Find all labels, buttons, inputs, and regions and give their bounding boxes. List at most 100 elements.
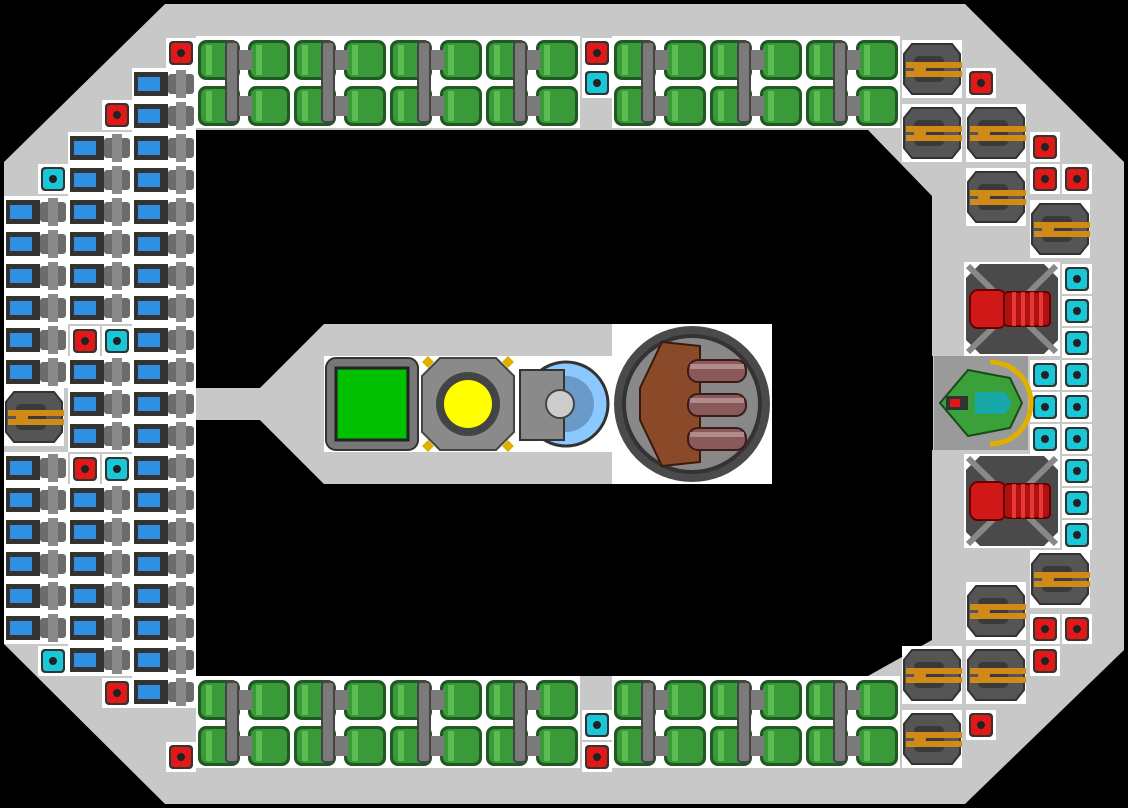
battery-cell [132,452,196,484]
gatling-turret [902,710,962,768]
gatling-turret [1030,550,1090,608]
power-junction-red [102,100,132,130]
battery-cell [4,324,68,356]
power-junction-red [582,38,612,68]
power-junction-red [166,38,196,68]
reactor-core [420,356,516,452]
battery-cell [132,644,196,676]
fuel-tank-top-left [388,36,484,128]
battery-cell [4,452,68,484]
gyroscope [516,356,612,452]
power-junction-red [1062,164,1092,194]
battery-cell [68,484,132,516]
fuel-tank-top-right [708,36,804,128]
battery-cell [68,356,132,388]
fuel-tank-bottom-right [804,676,900,768]
fuel-tank-bottom-left [292,676,388,768]
data-junction-cyan [1062,456,1092,486]
data-junction-cyan [38,646,68,676]
battery-cell [68,196,132,228]
battery-cell [132,228,196,260]
battery-cell [132,260,196,292]
power-junction-red [70,326,100,356]
battery-cell [68,260,132,292]
data-junction-cyan [1030,392,1060,422]
gatling-turret [902,40,962,98]
battery-cell [132,484,196,516]
battery-cell [132,612,196,644]
battery-cell [4,196,68,228]
battery-cell [4,612,68,644]
power-junction-red [166,742,196,772]
power-junction-red [1062,614,1092,644]
data-junction-cyan [1062,520,1092,550]
power-junction-red [966,68,996,98]
battery-cell [68,612,132,644]
fuel-tank-bottom-left [196,676,292,768]
fuel-tank-bottom-right [612,676,708,768]
battery-cell [4,516,68,548]
battery-cell [4,356,68,388]
sensor-nose [934,356,1034,450]
battery-cell [4,228,68,260]
battery-cell [132,100,196,132]
gatling-turret [966,168,1026,226]
battery-cell [68,644,132,676]
power-junction-red [1030,614,1060,644]
modules-layer [4,36,1092,772]
gatling-turret [966,582,1026,640]
battery-cell [132,196,196,228]
battery-cell [68,420,132,452]
battery-cell [68,292,132,324]
fuel-tank-top-left [196,36,292,128]
gatling-turret [902,104,962,162]
gatling-turret [902,646,962,704]
data-junction-cyan [1062,264,1092,294]
battery-cell [4,548,68,580]
power-junction-red [1030,132,1060,162]
battery-cell [68,164,132,196]
battery-cell [132,68,196,100]
battery-cell [68,516,132,548]
gatling-turret [1030,200,1090,258]
data-junction-cyan [582,68,612,98]
gatling-turret [966,646,1026,704]
thruster [964,454,1060,548]
data-junction-cyan [1062,296,1092,326]
fuel-tank-bottom-left [388,676,484,768]
power-junction-red [582,742,612,772]
missile-bay [612,324,772,484]
power-junction-red [102,678,132,708]
fuel-tank-top-left [292,36,388,128]
battery-cell [68,132,132,164]
battery-cell [132,388,196,420]
fuel-tank-top-left [484,36,580,128]
data-junction-cyan [1030,360,1060,390]
power-junction-red [1030,646,1060,676]
battery-cell [68,548,132,580]
battery-cell [132,676,196,708]
data-junction-cyan [38,164,68,194]
power-junction-red [1030,164,1060,194]
power-junction-red [70,454,100,484]
battery-cell [4,292,68,324]
battery-cell [4,580,68,612]
battery-cell [68,228,132,260]
data-junction-cyan [102,454,132,484]
battery-cell [132,548,196,580]
data-junction-cyan [102,326,132,356]
battery-cell [132,164,196,196]
battery-cell [4,484,68,516]
data-junction-cyan [1062,328,1092,358]
battery-cell [132,580,196,612]
fuel-tank-bottom-left [484,676,580,768]
battery-cell [132,356,196,388]
battery-cell [68,580,132,612]
data-junction-cyan [1062,424,1092,454]
battery-cell [132,324,196,356]
fuel-tank-top-right [804,36,900,128]
data-junction-cyan [1030,424,1060,454]
fuel-tank-bottom-right [708,676,804,768]
data-junction-cyan [1062,488,1092,518]
